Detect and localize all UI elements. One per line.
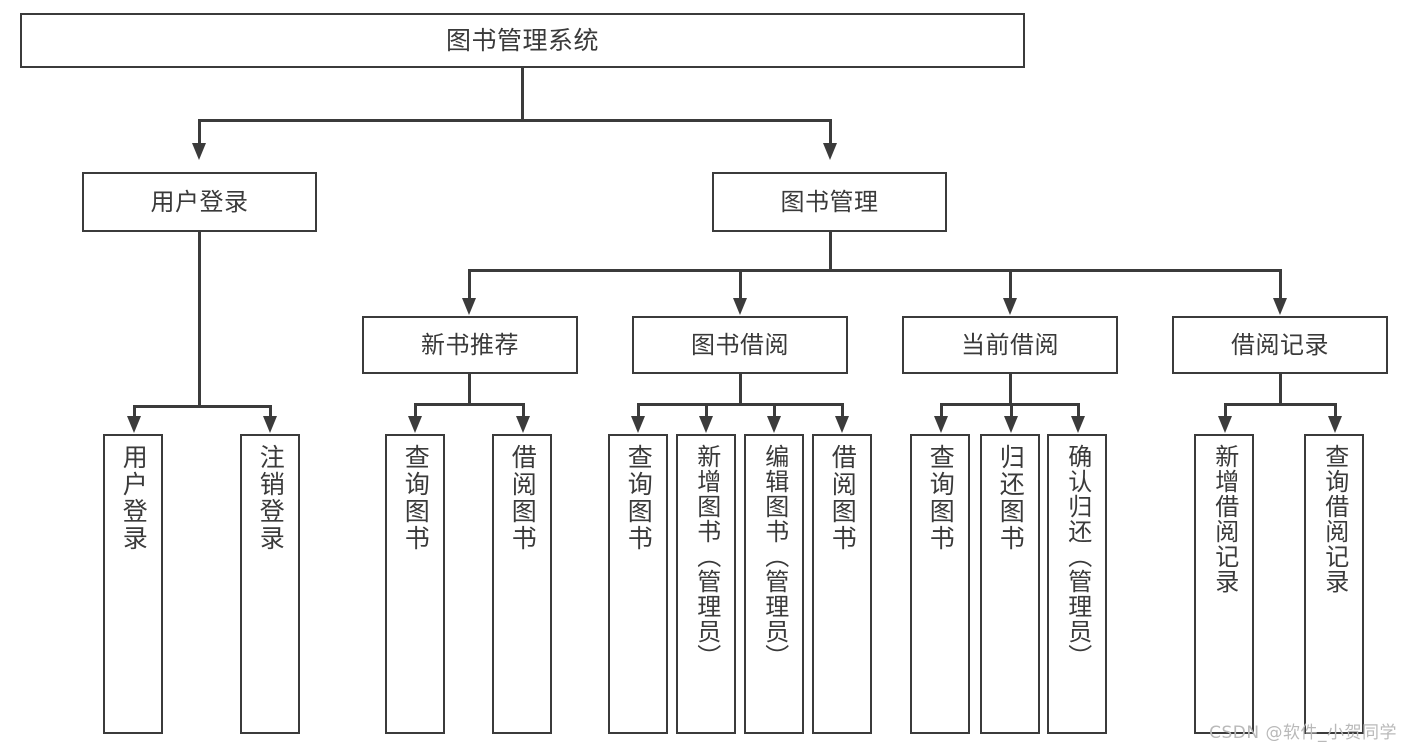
connector-level2-bus	[468, 269, 1282, 272]
node-current-borrow: 当前借阅	[902, 316, 1118, 374]
csdn-watermark: CSDN @软件_小贺同学	[1209, 723, 1397, 743]
connector-borrow-book-leaf-1	[637, 403, 640, 417]
connector-new-book-bus	[414, 403, 524, 406]
connector-borrow-record-leaf-2	[1334, 403, 1337, 417]
arrow-borrow-record-leaf-2	[1328, 416, 1342, 433]
node-book-borrow: 图书借阅	[632, 316, 848, 374]
node-label: 确认归还（管理员）	[1063, 444, 1092, 669]
arrow-to-new-book	[462, 298, 476, 315]
connector-borrow-book-leaf-2	[705, 403, 708, 417]
arrow-borrow-book-leaf-3	[767, 416, 781, 433]
arrow-current-borrow-leaf-2	[1004, 416, 1018, 433]
connector-book-mgmt-stem	[829, 232, 832, 271]
connector-borrow-book-bus	[637, 403, 843, 406]
leaf-record-add-record: 新增借阅记录	[1194, 434, 1254, 734]
leaf-current-confirm-return: 确认归还（管理员）	[1047, 434, 1107, 734]
connector-root-stem	[521, 68, 524, 120]
node-user-login: 用户登录	[82, 172, 317, 232]
connector-user-login-bus	[133, 405, 271, 408]
node-label: 新增图书（管理员）	[692, 444, 721, 669]
connector-root-bus	[198, 119, 831, 122]
node-label: 查询图书	[624, 444, 654, 552]
connector-borrow-book-stem	[739, 374, 742, 405]
connector-current-borrow-leaf-1	[940, 403, 943, 417]
node-label: 查询图书	[926, 444, 956, 552]
connector-to-borrow-book	[739, 269, 742, 299]
connector-to-borrow-record	[1279, 269, 1282, 299]
arrow-root-to-book-mgmt	[823, 143, 837, 160]
arrow-to-borrow-book	[733, 298, 747, 315]
arrow-current-borrow-leaf-1	[934, 416, 948, 433]
leaf-borrow-edit-book: 编辑图书（管理员）	[744, 434, 804, 734]
leaf-borrow-borrow-book: 借阅图书	[812, 434, 872, 734]
connector-current-borrow-leaf-2	[1010, 403, 1013, 417]
node-label: 当前借阅	[961, 330, 1059, 359]
node-label: 借阅图书	[508, 444, 538, 552]
connector-borrow-record-stem	[1279, 374, 1282, 405]
arrow-current-borrow-leaf-3	[1071, 416, 1085, 433]
node-label: 图书借阅	[691, 330, 789, 359]
node-new-book-recommend: 新书推荐	[362, 316, 578, 374]
leaf-user-login-login: 用户登录	[103, 434, 163, 734]
arrow-new-book-leaf-1	[408, 416, 422, 433]
node-label: 查询借阅记录	[1320, 444, 1349, 594]
leaf-new-book-query: 查询图书	[385, 434, 445, 734]
arrow-user-login-leaf-1	[127, 416, 141, 433]
connector-to-new-book	[468, 269, 471, 299]
arrow-new-book-leaf-2	[516, 416, 530, 433]
arrow-borrow-book-leaf-1	[631, 416, 645, 433]
connector-user-login-leaf-1	[133, 405, 136, 417]
connector-to-current-borrow	[1009, 269, 1012, 299]
leaf-current-query-book: 查询图书	[910, 434, 970, 734]
leaf-borrow-query-book: 查询图书	[608, 434, 668, 734]
connector-borrow-book-leaf-4	[841, 403, 844, 417]
node-label: 归还图书	[996, 444, 1026, 552]
arrow-borrow-book-leaf-4	[835, 416, 849, 433]
connector-new-book-stem	[468, 374, 471, 405]
node-label: 图书管理	[780, 187, 879, 216]
node-label: 用户登录	[150, 187, 249, 216]
connector-root-to-book-mgmt	[829, 119, 832, 144]
connector-new-book-leaf-1	[414, 403, 417, 417]
arrow-borrow-record-leaf-1	[1218, 416, 1232, 433]
node-label: 用户登录	[119, 444, 149, 552]
connector-borrow-book-leaf-3	[773, 403, 776, 417]
leaf-user-login-logout: 注销登录	[240, 434, 300, 734]
connector-current-borrow-stem	[1009, 374, 1012, 405]
connector-current-borrow-bus	[940, 403, 1079, 406]
connector-user-login-stem	[198, 232, 201, 407]
node-label: 新书推荐	[421, 330, 519, 359]
connector-borrow-record-leaf-1	[1224, 403, 1227, 417]
arrow-borrow-book-leaf-2	[699, 416, 713, 433]
connector-root-to-user-login	[198, 119, 201, 144]
arrow-to-current-borrow	[1003, 298, 1017, 315]
node-book-management: 图书管理	[712, 172, 947, 232]
node-label: 借阅记录	[1231, 330, 1329, 359]
arrow-root-to-user-login	[192, 143, 206, 160]
node-label: 查询图书	[401, 444, 431, 552]
leaf-new-book-borrow: 借阅图书	[492, 434, 552, 734]
connector-user-login-leaf-2	[269, 405, 272, 417]
arrow-to-borrow-record	[1273, 298, 1287, 315]
connector-current-borrow-leaf-3	[1077, 403, 1080, 417]
connector-new-book-leaf-2	[522, 403, 525, 417]
arrow-user-login-leaf-2	[263, 416, 277, 433]
node-label: 借阅图书	[828, 444, 858, 552]
node-label: 注销登录	[256, 444, 286, 552]
node-borrow-record: 借阅记录	[1172, 316, 1388, 374]
node-label: 编辑图书（管理员）	[760, 444, 789, 669]
node-label: 新增借阅记录	[1210, 444, 1239, 594]
leaf-borrow-add-book: 新增图书（管理员）	[676, 434, 736, 734]
connector-borrow-record-bus	[1224, 403, 1336, 406]
node-root-system: 图书管理系统	[20, 13, 1025, 68]
leaf-record-query-record: 查询借阅记录	[1304, 434, 1364, 734]
leaf-current-return-book: 归还图书	[980, 434, 1040, 734]
node-label: 图书管理系统	[445, 25, 599, 55]
